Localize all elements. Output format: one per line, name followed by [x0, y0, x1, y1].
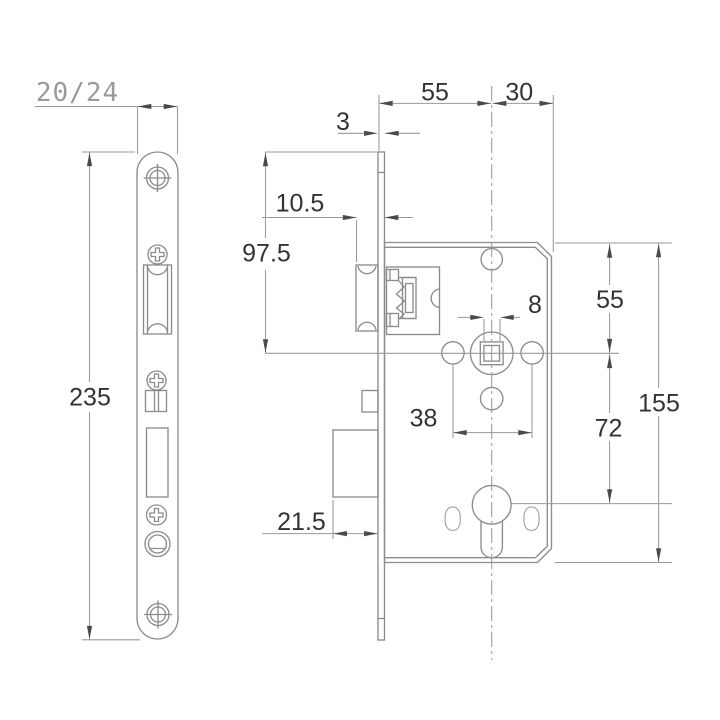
dim-faceplate-thickness: 3	[336, 95, 420, 151]
dim-faceplate-thickness-label: 3	[336, 108, 350, 136]
deadbolt	[332, 429, 379, 498]
dim-deadbolt-projection-label: 21.5	[277, 508, 326, 536]
cylinder-side-holes	[444, 506, 540, 531]
dim-center-to-case-edge-label: 30	[505, 79, 533, 107]
dim-spindle-square-label: 8	[528, 291, 542, 319]
bottom-screw	[144, 600, 172, 629]
dim-backset-label: 55	[421, 79, 449, 107]
dim-spindle-square: 8	[458, 291, 542, 341]
dim-latch-projection-label: 10.5	[276, 190, 325, 218]
dim-case-top-to-spindle: 55	[596, 244, 624, 353]
dim-spindle-to-cylinder-label: 72	[595, 415, 623, 443]
faceplate-outline	[136, 151, 179, 640]
phillips-screw-middle	[146, 370, 167, 391]
lock-body-side-view	[332, 151, 553, 641]
dim-case-height-label: 155	[638, 390, 680, 418]
dim-top-to-spindle-label: 97.5	[242, 240, 291, 268]
phillips-screw-lower	[145, 504, 168, 526]
cylinder-screw	[144, 530, 171, 558]
deadbolt-cutout	[145, 427, 169, 498]
faceplate-side-strip	[377, 151, 386, 641]
dim-fixing-holes-spacing: 38	[410, 364, 533, 438]
dim-backset: 55	[379, 79, 491, 107]
center-lines	[265, 86, 672, 660]
dim-case-top-to-spindle-label: 55	[596, 286, 624, 314]
latch-mechanism	[385, 266, 441, 336]
top-screw	[143, 164, 172, 192]
lock-case	[383, 241, 553, 564]
faceplate-front-view	[136, 151, 179, 640]
latch-bolt	[355, 264, 379, 332]
dim-fixing-holes-spacing-label: 38	[410, 405, 438, 433]
dim-faceplate-width-label: 20/24	[36, 78, 119, 108]
dim-faceplate-height-label: 235	[69, 384, 111, 412]
dim-top-to-spindle: 97.5	[242, 152, 291, 353]
latch-cutout	[142, 264, 173, 335]
follower-box	[144, 389, 168, 413]
dim-faceplate-height: 235	[69, 151, 140, 641]
dim-latch-projection: 10.5	[262, 190, 413, 262]
dim-center-to-case-edge: 30	[492, 79, 554, 252]
dim-case-height: 155	[638, 243, 680, 562]
dim-spindle-to-cylinder: 72	[595, 354, 623, 503]
dim-faceplate-width: 20/24	[35, 78, 179, 154]
dim-deadbolt-projection: 21.5	[262, 500, 378, 539]
phillips-screw-upper	[147, 244, 168, 265]
deadbolt-guide	[361, 389, 379, 413]
